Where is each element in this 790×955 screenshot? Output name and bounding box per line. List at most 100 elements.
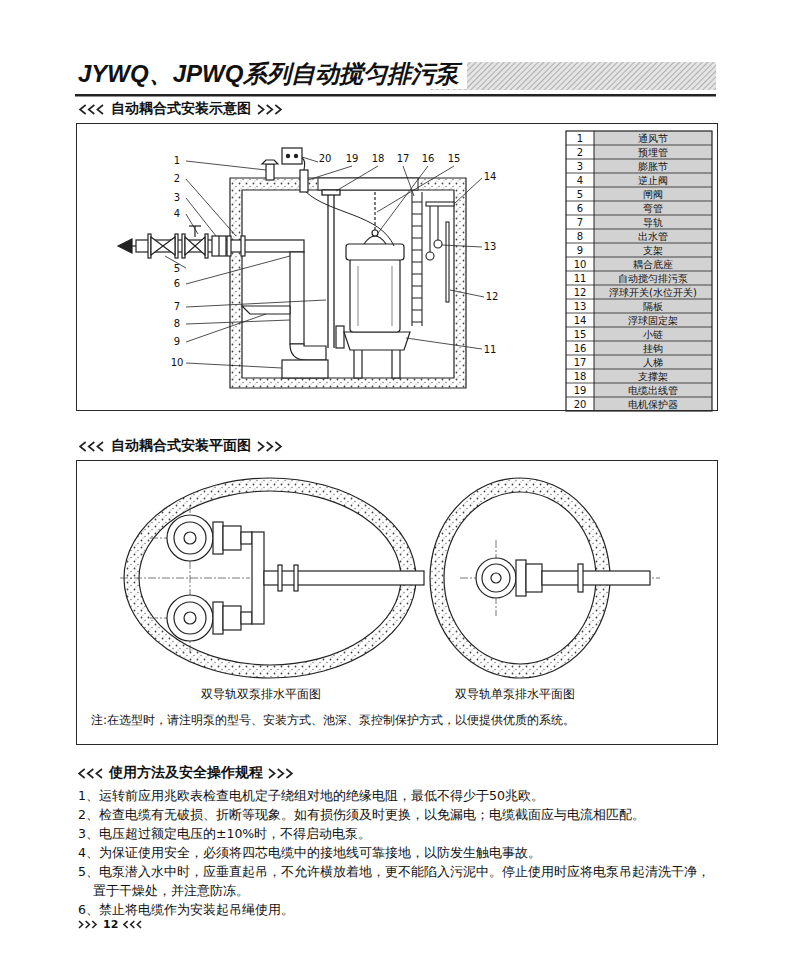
sewage-pump <box>372 230 378 236</box>
outlet-pipe <box>212 236 226 256</box>
chevron-stroke <box>92 921 96 928</box>
parts-table-grid <box>566 355 712 356</box>
sewage-pump <box>357 266 358 326</box>
table-part-name: 自动搅匀排污泵 <box>618 273 688 284</box>
plan-pump <box>294 565 298 591</box>
plan-pump <box>578 564 583 592</box>
plan-pump <box>252 532 264 624</box>
ladder <box>421 192 422 326</box>
cable-pipe <box>262 160 278 164</box>
callout-number: 12 <box>486 291 499 302</box>
parts-table-grid <box>566 131 712 411</box>
table-part-name: 电缆出线管 <box>628 385 678 396</box>
float-switch <box>437 206 438 240</box>
callout-number: 4 <box>174 208 180 219</box>
leader-line <box>442 245 482 247</box>
plan-caption: 双导轨双泵排水平面图 <box>201 688 321 702</box>
table-number: 20 <box>574 399 587 410</box>
panel-frame: 自动耦合式安装示意图 <box>76 123 718 411</box>
parts-table-grid <box>566 187 712 188</box>
table-part-name: 隔板 <box>643 301 663 312</box>
sewage-pump <box>392 348 400 378</box>
parts-table-grid <box>566 215 712 216</box>
rule-text: 1、运转前应用兆欧表检查电机定子绕组对地的绝缘电阻，最低不得少于50兆欧。 <box>78 786 718 805</box>
parts-table-grid <box>566 299 712 300</box>
callout-number: 11 <box>484 344 497 355</box>
chevron-stroke <box>286 769 292 778</box>
leader-line <box>186 161 266 170</box>
leader-line <box>186 198 216 236</box>
heading-text: 使用方法及安全操作规程 <box>109 764 263 782</box>
plan-caption: 双导轨单泵排水平面图 <box>455 688 575 702</box>
callout-number: 14 <box>484 171 497 182</box>
table-part-name: 预埋管 <box>638 147 668 158</box>
plan-pump <box>223 606 241 630</box>
chevron-stroke <box>258 105 264 114</box>
guide-rail <box>333 194 334 348</box>
sewage-pump <box>364 236 386 244</box>
callout-number: 10 <box>171 357 184 368</box>
outlet-pipe <box>282 360 328 378</box>
table-number: 14 <box>574 315 587 326</box>
parts-table-grid <box>566 327 712 328</box>
plan-pump <box>167 595 213 641</box>
title-band <box>75 94 716 97</box>
cable-pipe <box>266 164 274 180</box>
plan-pump <box>542 571 650 585</box>
leader-line <box>186 314 266 342</box>
heading-text: 自动耦合式安装平面图 <box>111 437 251 455</box>
leader-line <box>186 300 326 307</box>
float-switch <box>426 252 434 260</box>
float-switch <box>426 202 454 302</box>
table-part-name: 出水管 <box>638 231 668 242</box>
float-switch <box>434 240 442 248</box>
outlet-pipe <box>241 236 245 256</box>
leader-line <box>450 290 484 297</box>
rule-text: 6、禁止将电缆作为安装起吊绳使用。 <box>78 900 718 919</box>
callout-number: 13 <box>484 241 497 252</box>
table-number: 4 <box>577 175 583 186</box>
table-part-name: 耦合底座 <box>633 259 673 270</box>
outlet-pipe <box>132 245 136 246</box>
page-title: JYWQ、JPWQ系列自动搅匀排污泵 <box>78 60 467 89</box>
plan-pump <box>516 560 526 596</box>
parts-table-grid <box>566 369 712 370</box>
rule-text: 4、为保证使用安全，必须将四芯电缆中的接地线可靠接地，以防发生触电事故。 <box>78 843 718 862</box>
plan-pump <box>213 522 223 554</box>
support-bracket <box>242 306 290 314</box>
table-part-name: 闸阀 <box>643 189 663 200</box>
float-switch <box>446 222 449 302</box>
center-line <box>120 578 250 579</box>
callout-number: 2 <box>174 173 180 184</box>
callout-number: 16 <box>422 153 435 164</box>
table-part-name: 浮球固定架 <box>628 315 678 326</box>
table-part-name: 支架 <box>643 245 663 256</box>
cable-pipe <box>262 148 308 192</box>
cable-pipe <box>282 148 302 164</box>
chevron-stroke <box>124 921 128 928</box>
callout-number: 15 <box>448 153 461 164</box>
chevron-mark <box>268 768 294 779</box>
table-part-name: 小链 <box>643 329 663 340</box>
chevron-stroke <box>88 769 94 778</box>
plan-pump <box>167 515 650 641</box>
table-number: 8 <box>577 231 583 242</box>
valve <box>185 237 205 255</box>
callout-number: 7 <box>174 301 180 312</box>
heading-text: 自动耦合式安装示意图 <box>111 100 251 118</box>
chevron-mark <box>78 768 104 779</box>
chevron-mark <box>79 441 105 452</box>
table-number: 5 <box>577 189 583 200</box>
plan-pump <box>241 532 252 544</box>
table-number: 19 <box>574 385 587 396</box>
support-bracket <box>242 306 290 314</box>
section-heading: 自动耦合式安装示意图 <box>79 100 283 118</box>
plan-pump <box>184 532 196 544</box>
parts-table-grid <box>566 131 712 411</box>
table-number: 7 <box>577 217 583 228</box>
table-number: 9 <box>577 245 583 256</box>
guide-rail <box>322 190 340 348</box>
center-line <box>120 505 660 652</box>
chevron-stroke <box>80 105 86 114</box>
chevron-stroke <box>258 442 264 451</box>
